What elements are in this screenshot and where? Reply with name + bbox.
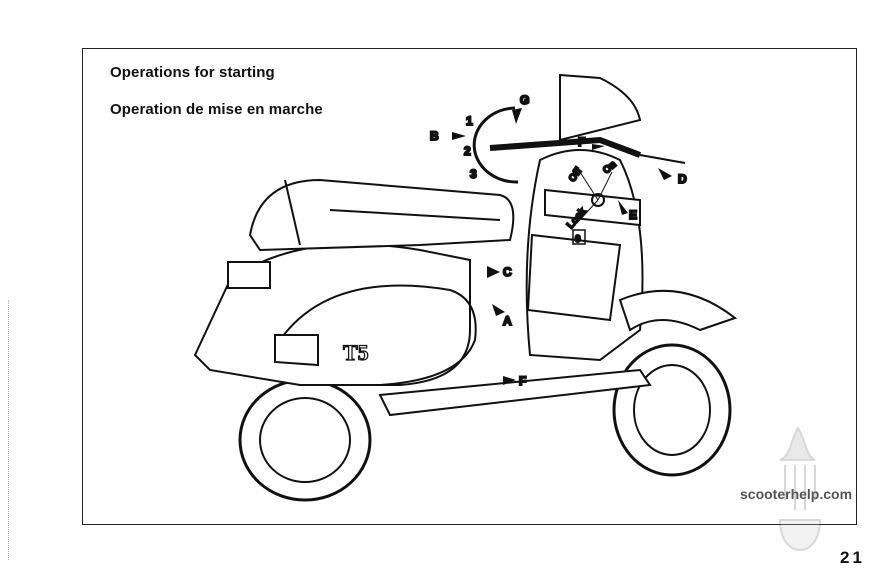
key-slot: 0 [575, 234, 581, 245]
callout-d: D [678, 172, 687, 186]
callout-c: C [503, 265, 512, 279]
handlebar [489, 136, 642, 158]
gear-dial-arc [472, 106, 519, 184]
watermark-text: scooterhelp.com [740, 486, 853, 502]
front-wheel [612, 343, 732, 477]
callout-a: A [503, 314, 512, 328]
floorboard [378, 368, 652, 417]
glovebox [526, 233, 622, 322]
key-slot-box [572, 229, 586, 245]
gear-2: 2 [464, 144, 471, 158]
seat [248, 178, 515, 252]
callout-f-pedal: F [519, 374, 526, 388]
callout-b: B [430, 129, 439, 143]
heading-english: Operations for starting [110, 64, 275, 81]
front-mudguard [618, 289, 738, 332]
illustration-frame [82, 48, 857, 525]
callout-e: E [629, 208, 637, 222]
heading-french: Operation de mise en marche [110, 101, 323, 118]
ignition-switch [591, 193, 605, 207]
scan-margin-dots [8, 300, 10, 560]
page-number: 21 [840, 548, 865, 567]
watermark-logo [778, 426, 822, 551]
rear-light [227, 261, 271, 289]
callout-f-handlebar: F [578, 135, 585, 149]
t5-badge: T5 [343, 340, 369, 365]
headset [559, 73, 642, 142]
gear-3: 3 [470, 167, 477, 181]
gear-1: 1 [466, 114, 473, 128]
callout-g: G [520, 93, 529, 107]
